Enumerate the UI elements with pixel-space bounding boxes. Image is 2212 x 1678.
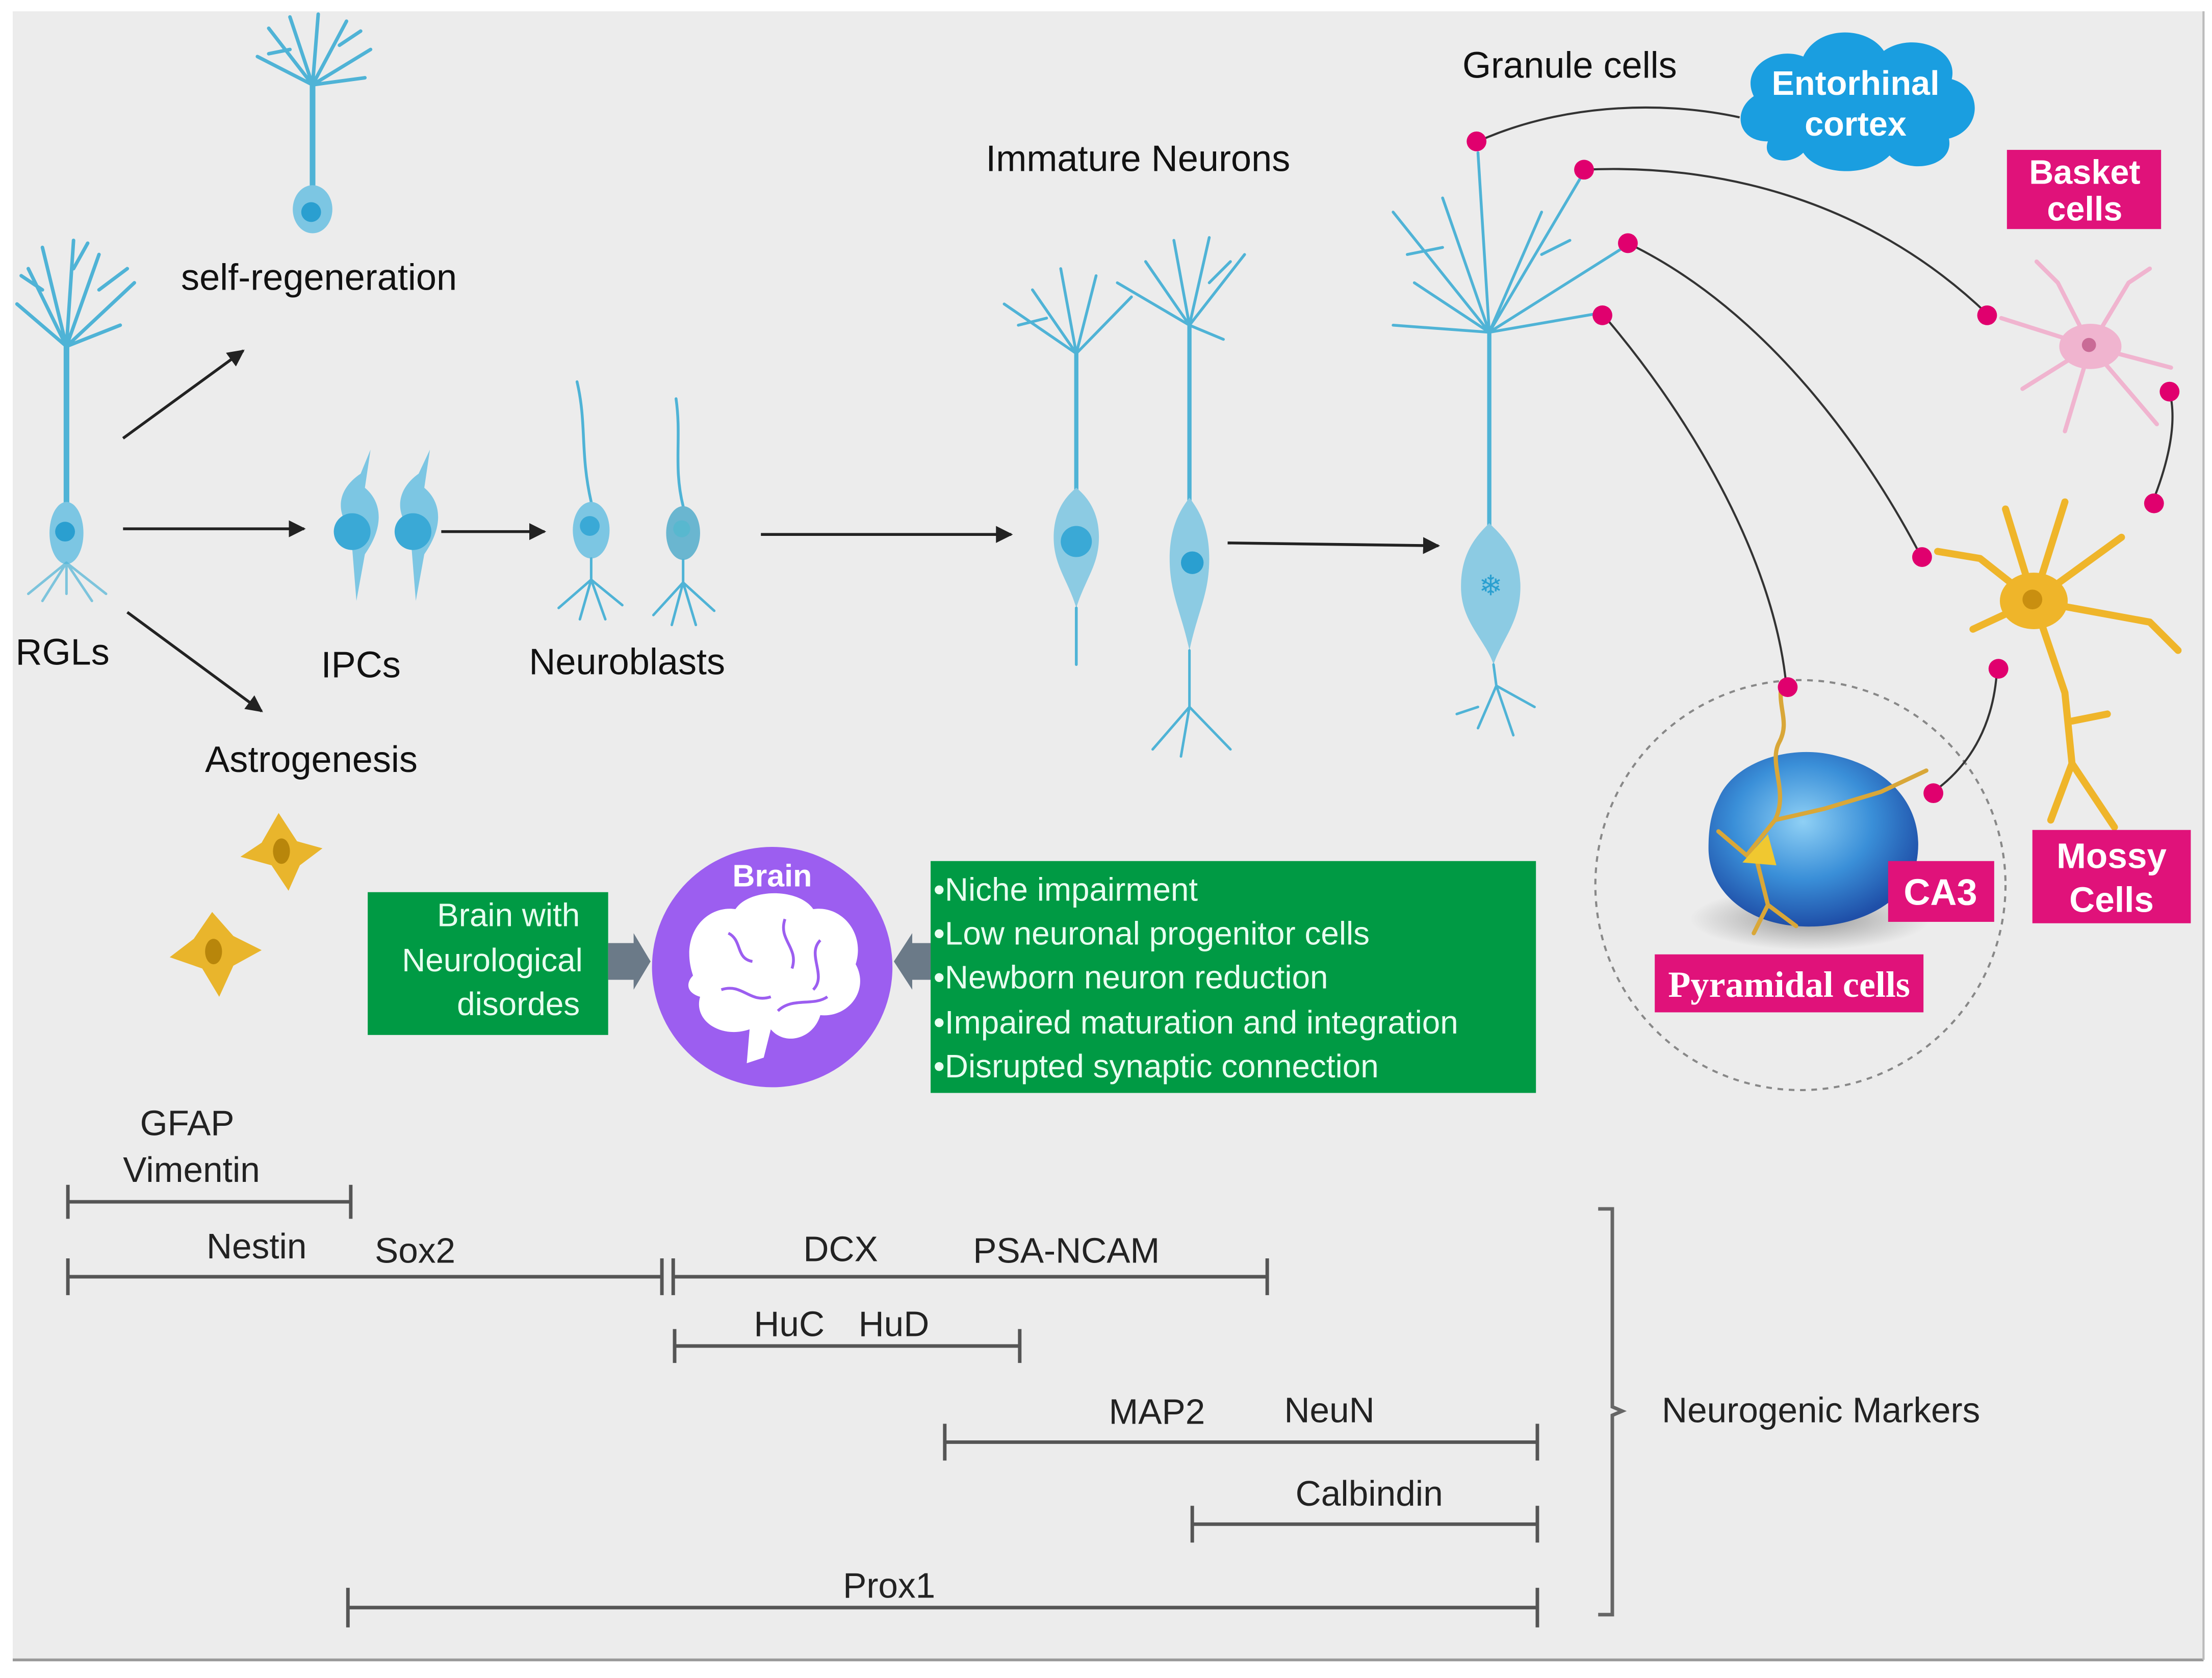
arrow-to-self-regeneration [122,349,245,440]
synapse-dot [1977,305,1997,325]
brain-icon [688,893,860,1064]
markers-bracket [1598,1207,1627,1617]
ca3-pyramidal-neuron-icon [1708,679,1928,936]
marker-huc: HuC [754,1304,825,1344]
marker-neun: NeuN [1284,1390,1374,1430]
impairment-factors-box [931,861,1536,1093]
rgl-neuron-icon [15,238,136,603]
basket-cells-line-1: Basket [2029,153,2140,191]
ca3-region-outline [1594,679,2007,1092]
synapse-dot [1574,160,1594,180]
ca3-label: CA3 [1904,872,1977,913]
nucleus-snowflake-icon: ❄ [1479,570,1502,601]
basket-cell-icon [1999,259,2173,433]
connection-granule-mossy [1627,242,1922,556]
mossy-cells-line-2: Cells [2069,880,2154,920]
synapse-dot [2159,381,2180,402]
label-neuroblasts: Neuroblasts [529,642,725,683]
connection-basket-mossy [2151,391,2174,503]
marker-bar-map2-neun [943,1424,1539,1461]
synapse-dot [1923,783,1944,804]
marker-map2: MAP2 [1109,1391,1205,1431]
astrocytes-icon [169,813,323,997]
marker-nestin: Nestin [207,1226,307,1266]
marker-bar-prox1 [346,1588,1539,1628]
marker-dcx: DCX [803,1229,878,1269]
connection-granule-pyramidal [1601,313,1788,686]
marker-bar-huc-hud [673,1329,1022,1363]
disorders-line-1: Brain with [437,896,580,933]
synapse-dot [2144,493,2164,513]
marker-sox2: Sox2 [375,1230,455,1270]
factor-item: •Disrupted synaptic connection [934,1048,1379,1085]
marker-gfap: GFAP [140,1103,235,1143]
label-self-regeneration: self-regeneration [181,257,457,298]
marker-bar-gfap-vimentin [66,1184,353,1219]
granule-cell-icon: ❄ [1392,151,1625,737]
marker-bar-calbindin [1190,1506,1539,1543]
brain-icon-label: Brain [732,859,812,893]
arrow-to-granule-cells [1227,537,1441,554]
marker-calbindin: Calbindin [1296,1474,1443,1513]
mossy-cells-line-1: Mossy [2056,836,2167,876]
synapse-dot [1778,677,1798,698]
label-rgls: RGLs [16,632,110,673]
entorhinal-cortex-cloud: Entorhinal cortex [1740,32,1975,171]
basket-cells-line-2: cells [2047,191,2122,228]
factor-item: •Impaired maturation and integration [934,1004,1458,1041]
label-granule-cells: Granule cells [1462,45,1677,86]
pyramidal-cells-label-bg [1655,954,1924,1013]
self-regeneration-neuron-icon [255,12,373,234]
arrow-disorders-to-brain [608,933,651,990]
arrow-to-astrogenesis [126,611,263,713]
mossy-cells-label-bg [2032,830,2191,923]
synaptic-connections [1477,106,2174,793]
synapse-dot [1592,305,1612,325]
neuroblasts-icon [557,380,716,627]
label-immature-neurons: Immature Neurons [986,139,1290,179]
disorders-line-3: disordes [457,986,580,1022]
connection-granule-basket [1584,168,1988,315]
marker-bar-dcx-psancam [671,1258,1269,1296]
arrow-factors-to-brain [893,933,934,990]
entorhinal-line-2: cortex [1805,106,1907,143]
synapse-dot [1467,131,1487,151]
marker-bars [66,1184,1539,1628]
neurological-disorders-box [368,892,608,1035]
label-ipcs: IPCs [321,644,401,685]
neurogenic-markers-label: Neurogenic Markers [1662,1390,1980,1430]
synapse-dot [1618,233,1638,253]
disorders-line-2: Neurological [402,942,582,978]
synapse-dots [1467,131,2180,804]
marker-vimentin: Vimentin [123,1150,260,1190]
factor-item: •Newborn neuron reduction [934,959,1328,995]
marker-psa-ncam: PSA-NCAM [973,1230,1160,1270]
marker-bar-nestin-sox2 [66,1258,664,1296]
marker-hud: HuD [859,1304,930,1344]
ipc-cells-icon [333,449,439,601]
connection-granule-entorhinal [1477,106,1740,143]
factor-item: •Low neuronal progenitor cells [934,915,1370,951]
label-astrogenesis: Astrogenesis [205,739,418,780]
mossy-cell-icon [1934,498,2182,831]
synapse-dot [1988,659,2009,679]
pyramidal-cells-label: Pyramidal cells [1668,964,1910,1005]
basket-cells-label-bg [2007,149,2162,229]
immature-neurons-icon [1002,236,1246,758]
marker-prox1: Prox1 [843,1565,935,1605]
factor-item: •Niche impairment [934,871,1198,908]
synapse-dot [1912,547,1932,567]
ca3-label-bg [1888,861,1994,922]
entorhinal-line-1: Entorhinal [1772,65,1940,102]
connection-mossy-ca3 [1933,668,1998,793]
